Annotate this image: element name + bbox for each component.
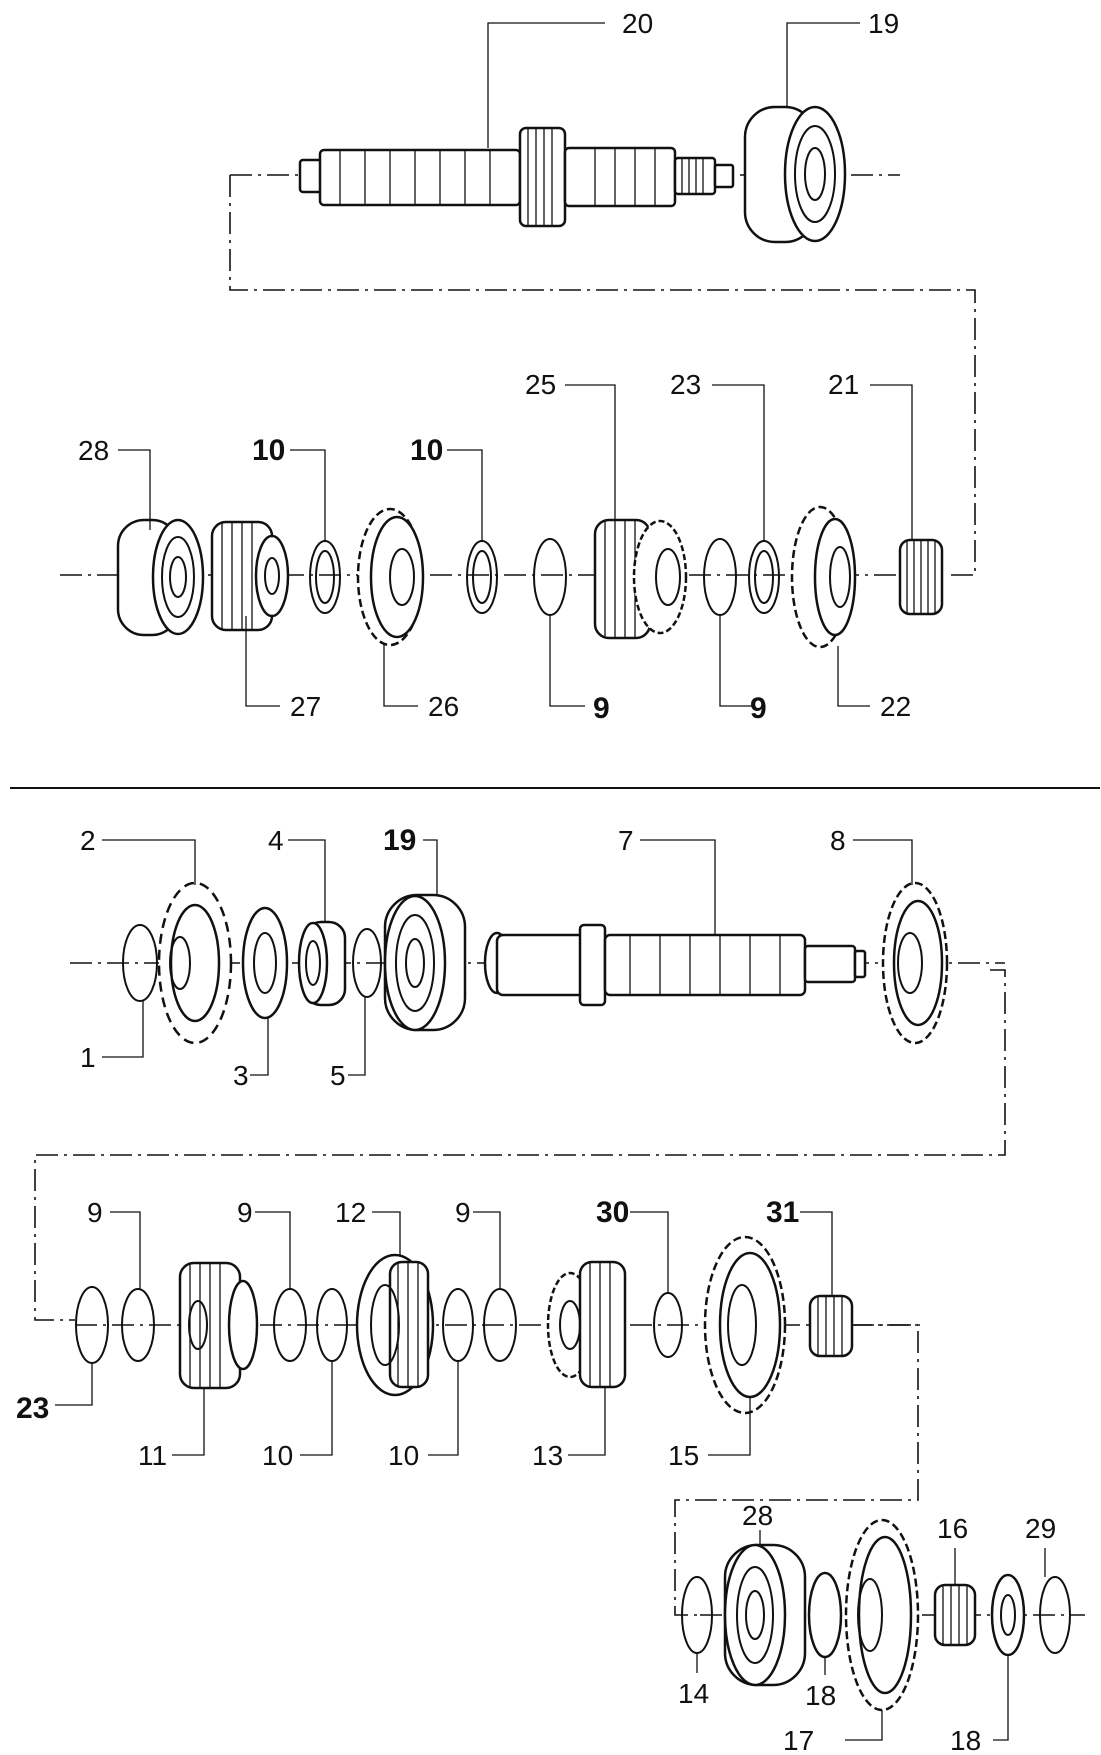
- part-labels: 20 19 28 10 10 25 23 21 27 26 9 9 22 2 4…: [16, 8, 1056, 1755]
- label-9: 9: [750, 692, 767, 725]
- part-2-sprocket: [157, 881, 233, 1045]
- label-19: 19: [383, 824, 416, 857]
- label-9: 9: [455, 1197, 471, 1228]
- label-25: 25: [525, 369, 556, 400]
- secondary-shaft-group: [34, 881, 1006, 1321]
- label-29: 29: [1025, 1513, 1056, 1544]
- mainshaft-group: [229, 105, 976, 576]
- label-13: 13: [532, 1440, 563, 1471]
- part-23-circlip-inner: [754, 550, 774, 604]
- label-2: 2: [80, 825, 96, 856]
- part-15-gear: [703, 1235, 787, 1415]
- label-31: 31: [766, 1196, 799, 1229]
- layshaft-upper-group: [60, 505, 945, 649]
- label-22: 22: [880, 691, 911, 722]
- gear-cluster-group: [75, 1235, 920, 1616]
- part-7-shaft: [483, 923, 867, 1007]
- label-9: 9: [237, 1197, 253, 1228]
- label-10: 10: [410, 434, 443, 467]
- label-15: 15: [668, 1440, 699, 1471]
- part-20-shaft: [298, 126, 735, 228]
- part-12-gear: [355, 1253, 435, 1397]
- part-4-spacer: [297, 920, 347, 1007]
- part-22-gear: [790, 505, 857, 649]
- label-5: 5: [330, 1060, 346, 1091]
- part-19-bearing: [743, 105, 847, 244]
- label-3: 3: [233, 1060, 249, 1091]
- label-8: 8: [830, 825, 846, 856]
- leader-lines: [55, 22, 1046, 1741]
- label-12: 12: [335, 1197, 366, 1228]
- part-28-bearing: [116, 518, 205, 637]
- part-18-washer-hole: [1000, 1594, 1016, 1636]
- label-14: 14: [678, 1678, 709, 1709]
- label-27: 27: [290, 691, 321, 722]
- part-10-circlip-inner: [472, 550, 492, 604]
- part-9-washer: [533, 538, 567, 616]
- label-28: 28: [78, 435, 109, 466]
- part-3-washer-hole: [253, 932, 277, 994]
- part-16-needle-bearing: [933, 1583, 977, 1647]
- assembly-connector: [34, 969, 1006, 1321]
- label-1: 1: [80, 1042, 96, 1073]
- output-group: [681, 1518, 1085, 1712]
- part-19-bearing: [383, 893, 467, 1032]
- part-5-circlip: [352, 928, 382, 998]
- label-21: 21: [828, 369, 859, 400]
- label-26: 26: [428, 691, 459, 722]
- assembly-connector: [229, 175, 976, 576]
- label-10: 10: [262, 1440, 293, 1471]
- part-18-washer: [990, 1573, 1026, 1657]
- part-3-washer: [241, 906, 289, 1020]
- part-29-circlip: [1039, 1576, 1071, 1654]
- part-11-gear: [178, 1261, 259, 1390]
- label-20: 20: [622, 8, 653, 39]
- part-13-gear: [546, 1260, 627, 1389]
- label-28: 28: [742, 1500, 773, 1531]
- label-10: 10: [388, 1440, 419, 1471]
- label-9: 9: [87, 1197, 103, 1228]
- part-25-gear: [593, 518, 688, 640]
- label-17: 17: [783, 1725, 814, 1755]
- label-30: 30: [596, 1196, 629, 1229]
- part-26-gear: [356, 507, 425, 647]
- part-17-gear: [844, 1518, 920, 1712]
- label-7: 7: [618, 825, 634, 856]
- label-9: 9: [593, 692, 610, 725]
- part-1-circlip: [122, 924, 158, 1002]
- label-10: 10: [252, 434, 285, 467]
- label-16: 16: [937, 1513, 968, 1544]
- label-19: 19: [868, 8, 899, 39]
- part-9-washer: [121, 1288, 155, 1362]
- assembly-connector: [674, 1324, 919, 1616]
- part-27-gear: [210, 520, 290, 632]
- label-23: 23: [670, 369, 701, 400]
- label-18: 18: [805, 1680, 836, 1711]
- label-11: 11: [138, 1440, 167, 1471]
- part-18-washer: [807, 1571, 843, 1659]
- label-23: 23: [16, 1392, 49, 1425]
- part-9-washer: [703, 538, 737, 616]
- part-10-circlip-inner: [315, 550, 335, 604]
- label-18: 18: [950, 1725, 981, 1755]
- label-4: 4: [268, 825, 284, 856]
- part-28-bearing: [723, 1543, 807, 1687]
- part-8-gear: [881, 881, 949, 1045]
- part-31-needle-bearing: [808, 1294, 854, 1358]
- part-21-needle-bearing: [898, 538, 944, 616]
